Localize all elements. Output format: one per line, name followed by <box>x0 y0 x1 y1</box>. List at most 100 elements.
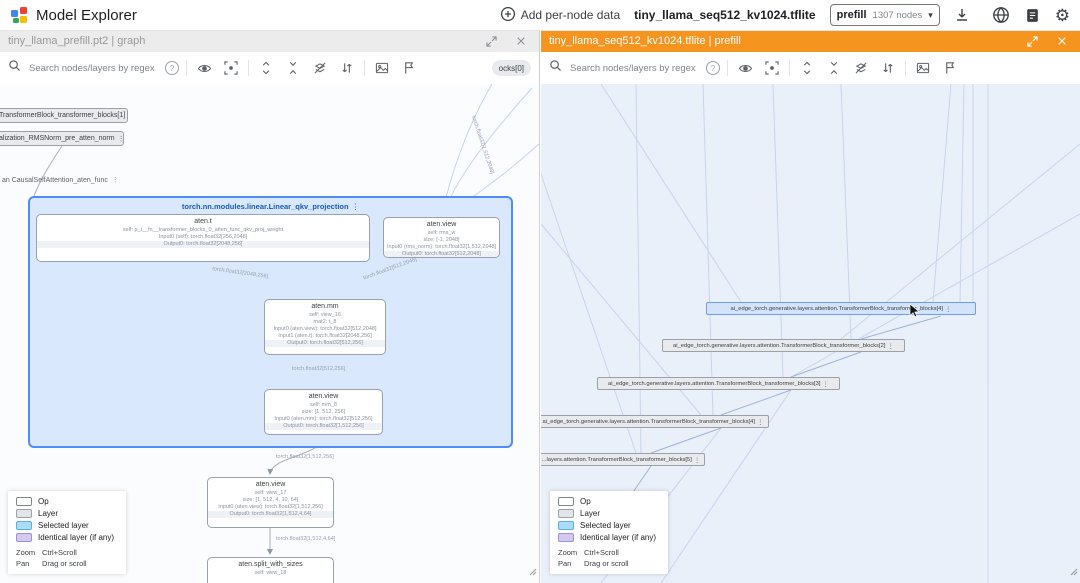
legend-label: Op <box>580 497 591 506</box>
toggle-visibility-eye-icon[interactable] <box>735 58 755 78</box>
kebab-menu-icon[interactable]: ⋮ <box>352 202 360 211</box>
close-panel-icon[interactable] <box>511 31 531 51</box>
flag-icon[interactable] <box>399 58 419 78</box>
node-attr: Input1 (aten.t): torch.float32[2048,256] <box>265 333 385 340</box>
kebab-menu-icon[interactable]: ⋮ <box>945 305 952 313</box>
snapshot-image-icon[interactable] <box>913 58 933 78</box>
swap-vertical-icon[interactable] <box>878 58 898 78</box>
graph-canvas-left[interactable]: TransformerBlock_transformer_blocks[1] ⋮… <box>0 84 539 583</box>
search-icon <box>8 59 21 77</box>
fit-to-screen-icon[interactable] <box>221 58 241 78</box>
settings-gear-icon-button[interactable]: ⚙ <box>1055 7 1070 24</box>
node-attr: self: mm_8 <box>265 402 382 409</box>
layer-chip-transformer-blocks-3[interactable]: ai_edge_torch.generative.layers.attentio… <box>597 377 840 390</box>
documentation-icon-button[interactable] <box>1024 7 1041 24</box>
expand-all-layers-icon[interactable] <box>797 58 817 78</box>
layer-chip-transformer-blocks-4b[interactable]: ai_edge_torch.generative.layers.attentio… <box>541 415 769 428</box>
op-node-aten-view-top[interactable]: aten.view self: rms_w size: [-1, 2048] I… <box>383 217 500 258</box>
node-title: aten.view <box>265 390 382 402</box>
expand-panel-icon[interactable] <box>1022 31 1042 51</box>
layer-chip-transformer-blocks-2[interactable]: ai_edge_torch.generative.layers.attentio… <box>662 339 905 352</box>
node-attr: Output0: torch.float32[1,512,4,64] <box>208 511 333 518</box>
current-model-file: tiny_llama_seq512_kv1024.tflite <box>634 8 815 22</box>
collapse-all-layers-icon[interactable] <box>824 58 844 78</box>
legend-label: Selected layer <box>580 521 631 530</box>
close-panel-icon[interactable] <box>1052 31 1072 51</box>
node-title: aten.mm <box>265 300 385 312</box>
flatten-layers-icon[interactable] <box>310 58 330 78</box>
collapse-all-layers-icon[interactable] <box>283 58 303 78</box>
snapshot-image-icon[interactable] <box>372 58 392 78</box>
legend-label: Identical layer (if any) <box>38 533 114 542</box>
help-icon[interactable]: ? <box>165 61 179 75</box>
globe-icon-button[interactable] <box>992 6 1010 24</box>
panel-resize-handle[interactable] <box>527 563 537 581</box>
kebab-menu-icon[interactable]: ⋮ <box>757 418 764 426</box>
layer-chip-label: ai_edge_torch.generative.layers.attentio… <box>673 343 885 349</box>
node-attr: self: p_l__fn__transformer_blocks_0_atte… <box>37 227 369 234</box>
layer-label-text: an CausalSelfAttention_aten_func <box>2 177 108 184</box>
node-attr: self: view_17 <box>208 490 333 497</box>
expand-panel-icon[interactable] <box>481 31 501 51</box>
help-icon[interactable]: ? <box>706 61 720 75</box>
op-node-aten-split-with-sizes[interactable]: aten.split_with_sizes self: view_18 <box>207 557 334 583</box>
legend-identical-swatch <box>16 533 32 542</box>
model-explorer-logo-icon <box>10 6 28 24</box>
top-bar: Model Explorer Add per-node data tiny_ll… <box>0 0 1080 31</box>
op-node-aten-view-mid[interactable]: aten.view self: mm_8 size: [1, 512, 256]… <box>264 389 383 435</box>
kebab-menu-icon[interactable]: ⋮ <box>110 177 119 184</box>
add-per-node-data-button[interactable]: Add per-node data <box>500 6 620 25</box>
legend-selected-swatch <box>16 521 32 530</box>
legend-label: Selected layer <box>38 521 89 530</box>
node-attr: Input0 (rms_norm): torch.float32[1,512,2… <box>384 244 499 251</box>
op-node-aten-view-bottom[interactable]: aten.view self: view_17 size: [1, 512, 4… <box>207 477 334 528</box>
legend-layer-swatch <box>558 509 574 518</box>
graph-node-count: 1307 nodes <box>873 10 923 21</box>
kebab-menu-icon[interactable]: ⋮ <box>887 342 894 350</box>
op-node-aten-t[interactable]: aten.t self: p_l__fn__transformer_blocks… <box>36 214 370 262</box>
node-attr: Output0: torch.float32[1,512,256] <box>265 423 382 430</box>
op-node-aten-mm[interactable]: aten.mm self: view_16 mat2: t_8 Input0 (… <box>264 299 386 355</box>
node-attr: Output0: torch.float32[512,256] <box>265 340 385 347</box>
legend-label: Op <box>38 497 49 506</box>
node-attr: self: view_16 <box>265 312 385 319</box>
node-attr: Output0: torch.float32[512,2048] <box>384 251 499 258</box>
layer-chip-transformer-blocks-5[interactable]: ...layers.attention.TransformerBlock_tra… <box>541 453 705 466</box>
graph-selector-dropdown[interactable]: prefill 1307 nodes ▾ <box>830 4 940 26</box>
graph-canvas-right[interactable]: ai_edge_torch.generative.layers.attentio… <box>541 84 1080 583</box>
expand-all-layers-icon[interactable] <box>256 58 276 78</box>
left-panel-title: tiny_llama_prefill.pt2 | graph <box>8 35 145 47</box>
layer-chip-label: ...layers.attention.TransformerBlock_tra… <box>542 457 692 463</box>
kebab-menu-icon[interactable]: ⋮ <box>118 135 124 143</box>
graph-selector-value: prefill <box>837 9 867 21</box>
legend-layer-swatch <box>16 509 32 518</box>
flag-icon[interactable] <box>940 58 960 78</box>
layer-label-attention[interactable]: an CausalSelfAttention_aten_func ⋮ <box>2 176 119 184</box>
right-search-input[interactable] <box>568 62 700 75</box>
layer-chip-label: alization_RMSNorm_pre_atten_norm <box>0 135 115 142</box>
flatten-layers-icon[interactable] <box>851 58 871 78</box>
fit-to-screen-icon[interactable] <box>762 58 782 78</box>
app-title: Model Explorer <box>36 7 137 24</box>
kebab-menu-icon[interactable]: ⋮ <box>822 380 829 388</box>
legend-right: Op Layer Selected layer Identical layer … <box>550 491 668 574</box>
toggle-visibility-eye-icon[interactable] <box>194 58 214 78</box>
node-attr: size: [1, 512, 4, 10, 64] <box>208 497 333 504</box>
swap-vertical-icon[interactable] <box>337 58 357 78</box>
node-title: aten.t <box>37 215 369 227</box>
kebab-menu-icon[interactable]: ⋮ <box>694 456 701 464</box>
left-search-input[interactable] <box>27 62 159 75</box>
layer-chip-label: ai_edge_torch.generative.layers.attentio… <box>543 419 755 425</box>
right-toolbar: ? <box>541 52 1080 84</box>
node-title: aten.view <box>208 478 333 490</box>
node-attr: mat2: t_8 <box>265 319 385 326</box>
layer-chip-transformer-blocks-4[interactable]: ai_edge_torch.generative.layers.attentio… <box>706 302 976 315</box>
node-title: aten.split_with_sizes <box>208 558 333 570</box>
breadcrumb-chip[interactable]: ocks[0] <box>492 60 531 76</box>
left-graph-panel: tiny_llama_prefill.pt2 | graph ? <box>0 30 540 583</box>
layer-chip-rms-norm[interactable]: alization_RMSNorm_pre_atten_norm ⋮ <box>0 131 124 146</box>
panel-resize-handle[interactable] <box>1068 563 1078 581</box>
layer-chip-transformer-block[interactable]: TransformerBlock_transformer_blocks[1] ⋮ <box>0 108 128 123</box>
node-attr: Output0: torch.float32[2048,256] <box>37 241 369 248</box>
download-button[interactable] <box>954 7 970 23</box>
